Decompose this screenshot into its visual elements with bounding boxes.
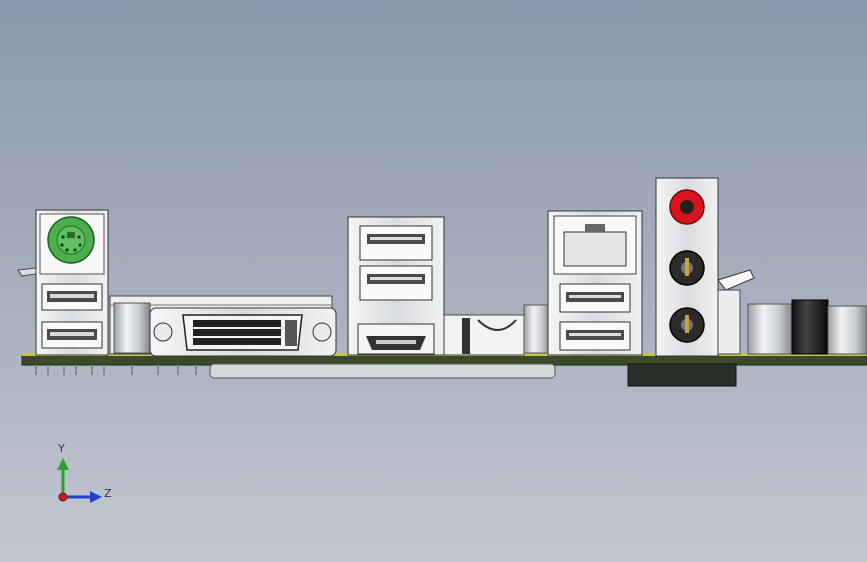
usb-hdmi-tower[interactable] xyxy=(347,216,445,356)
middle-components xyxy=(443,304,551,356)
right-components xyxy=(717,269,867,355)
pcb-board xyxy=(21,353,867,387)
x-axis-dot xyxy=(58,492,68,502)
rj45-usb-stack[interactable] xyxy=(547,210,643,356)
z-axis-label: Z xyxy=(104,487,112,500)
ps2-usb-stack[interactable] xyxy=(17,209,109,356)
dvi-port[interactable] xyxy=(149,307,337,357)
board-pins xyxy=(35,365,197,375)
audio-jack-stack[interactable] xyxy=(655,177,719,357)
coordinate-triad[interactable] xyxy=(57,458,102,503)
capacitor xyxy=(113,302,151,354)
y-axis-label: Y xyxy=(58,442,65,455)
